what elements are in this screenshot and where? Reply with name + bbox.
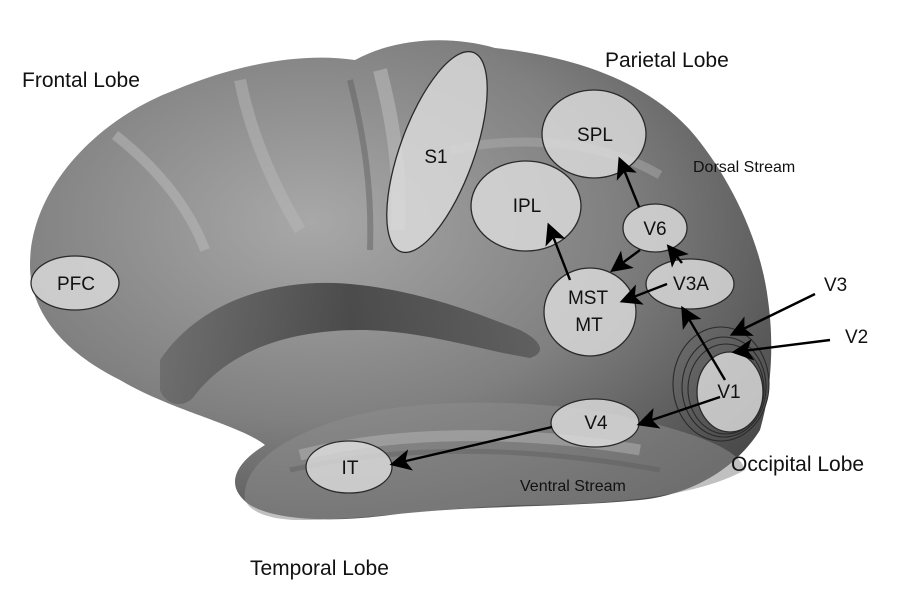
region-spl xyxy=(541,89,647,179)
arrow-v3a-to-v6 xyxy=(666,244,689,268)
label-s1: S1 xyxy=(424,147,447,168)
arrow-v1-to-v3a xyxy=(681,305,727,381)
sylvian-fissure xyxy=(160,282,541,405)
region-v2-ring xyxy=(681,336,767,438)
region-s1 xyxy=(386,50,488,254)
arrow-v3a-to-mst xyxy=(619,282,668,305)
label-spl: SPL xyxy=(577,125,613,146)
region-labels: PFC S1 SPL IPL V6 V3A MST MT V1 V4 IT V3… xyxy=(57,125,868,479)
label-v4: V4 xyxy=(584,413,608,434)
label-mt: MT xyxy=(575,315,603,336)
arrow-v6-to-mst xyxy=(610,249,641,273)
label-parietal-lobe: Parietal Lobe xyxy=(605,49,729,72)
sulcus-shadow xyxy=(347,79,374,251)
label-ipl: IPL xyxy=(513,196,542,217)
arrow-mst-to-ipl xyxy=(545,222,572,281)
arrow-v6-to-spl xyxy=(616,156,641,208)
arrow-v1-to-v4 xyxy=(636,395,721,429)
lobe-labels: Frontal Lobe Parietal Lobe Occipital Lob… xyxy=(22,49,864,580)
label-v6: V6 xyxy=(643,219,666,240)
arrow-v2-label-pointer xyxy=(731,338,831,361)
region-v6 xyxy=(622,203,688,253)
label-temporal-lobe: Temporal Lobe xyxy=(250,557,389,580)
gyrus-highlight xyxy=(234,78,306,234)
label-v3a: V3A xyxy=(673,274,709,295)
label-ventral-stream: Ventral Stream xyxy=(520,478,626,495)
label-mst: MST xyxy=(568,288,609,309)
label-frontal-lobe: Frontal Lobe xyxy=(22,69,140,92)
label-pfc: PFC xyxy=(57,274,95,295)
label-it: IT xyxy=(342,458,359,479)
gyrus-highlight xyxy=(111,131,210,252)
label-v1: V1 xyxy=(717,382,740,403)
region-v2-ring-inner xyxy=(687,343,765,435)
label-occipital-lobe: Occipital Lobe xyxy=(731,453,864,476)
arrow-v3-label-pointer xyxy=(729,292,816,336)
regions xyxy=(30,50,770,494)
pathway-arrows xyxy=(389,156,831,471)
label-v3: V3 xyxy=(824,275,847,296)
region-v1 xyxy=(696,351,764,433)
label-v2: V2 xyxy=(845,327,868,348)
arrow-v4-to-it xyxy=(389,425,553,471)
region-mst-mt xyxy=(543,267,637,357)
region-v3-ring xyxy=(672,326,770,442)
region-pfc xyxy=(30,255,120,311)
label-dorsal-stream: Dorsal Stream xyxy=(693,159,795,176)
